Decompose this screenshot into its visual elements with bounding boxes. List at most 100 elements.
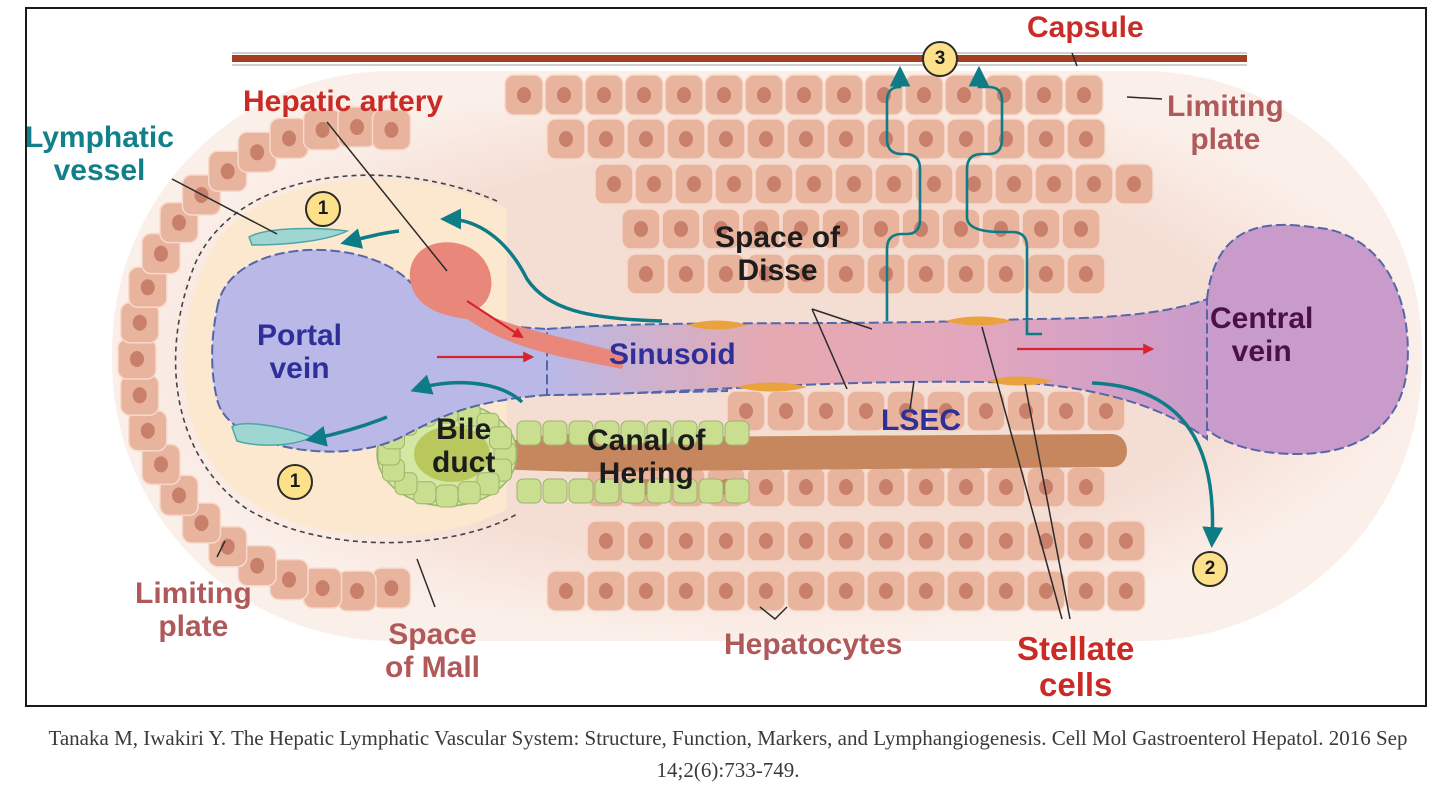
stellate-cell <box>687 320 747 330</box>
hepatocyte-nucleus <box>674 221 688 237</box>
stellate-cells-group <box>687 316 1052 392</box>
route-badge-2: 2 <box>1192 551 1228 587</box>
hepatocyte-nucleus <box>917 87 931 103</box>
lymph-flow-arrow <box>1091 381 1224 548</box>
hepatocyte-nucleus <box>999 583 1013 599</box>
hepatocyte-nucleus <box>679 583 693 599</box>
hepatocyte-nucleus <box>799 533 813 549</box>
hepatocyte-nucleus <box>839 131 853 147</box>
hepatocyte-nucleus <box>639 583 653 599</box>
hepatocyte-nucleus <box>1007 176 1021 192</box>
hepatocyte-nucleus <box>1119 533 1133 549</box>
bile-duct-cell <box>542 478 568 504</box>
hepatocyte-nucleus <box>194 515 209 532</box>
hepatocyte-nucleus <box>759 533 773 549</box>
hepatocyte-nucleus <box>350 119 364 135</box>
hepatocyte-nucleus <box>1079 583 1093 599</box>
hepatocyte-nucleus <box>879 533 893 549</box>
bile-duct-cell <box>698 478 724 504</box>
hepatocyte-nucleus <box>559 583 573 599</box>
hepatocyte-nucleus <box>959 533 973 549</box>
blood-flow-arrow <box>466 300 524 339</box>
route-badge-1-top: 1 <box>305 191 341 227</box>
hepatocyte-nucleus <box>919 266 933 282</box>
hepatocyte-nucleus <box>959 131 973 147</box>
hepatocyte-nucleus <box>759 479 773 495</box>
hepatocyte-nucleus <box>250 144 265 161</box>
hepatocyte-nucleus <box>350 583 364 599</box>
hepatocyte-nucleus <box>979 403 993 419</box>
hepatocyte-nucleus <box>834 221 848 237</box>
hepatocyte-nucleus <box>1039 266 1053 282</box>
hepatocyte-nucleus <box>839 479 853 495</box>
hepatocyte-plates <box>117 74 1154 612</box>
hepatocytes-label: Hepatocytes <box>724 628 903 661</box>
bile-duct-label: Bile duct <box>432 413 496 479</box>
stellate-cell <box>945 316 1012 326</box>
hepatocyte-nucleus <box>757 87 771 103</box>
hepatocyte-nucleus <box>559 131 573 147</box>
hepatocyte-nucleus <box>797 87 811 103</box>
portal-vein-label: Portal vein <box>257 319 343 385</box>
hepatocyte-nucleus <box>799 583 813 599</box>
hepatocyte-nucleus <box>847 176 861 192</box>
hepatocyte-nucleus <box>517 87 531 103</box>
capsule-label: Capsule <box>1027 11 1144 44</box>
lymph-flow-arrows <box>305 208 1224 548</box>
hepatocyte-nucleus <box>607 176 621 192</box>
bile-duct-cell <box>568 420 594 446</box>
bile-duct-cell <box>594 420 620 446</box>
bile-duct-cell <box>516 478 542 504</box>
bile-duct-cell <box>489 426 513 450</box>
bile-duct-cell <box>516 420 542 446</box>
hepatocyte-nucleus <box>719 583 733 599</box>
hepatocyte-nucleus <box>714 221 728 237</box>
bile-duct-cell <box>672 478 698 504</box>
hepatocyte-nucleus <box>384 580 399 597</box>
hepatocyte-nucleus <box>927 176 941 192</box>
hepatocyte-nucleus <box>837 87 851 103</box>
hepatocyte-nucleus <box>779 403 793 419</box>
diagram-figure: Capsule Hepatic artery Lymphatic vessel … <box>25 7 1427 707</box>
hepatocyte-nucleus <box>1119 583 1133 599</box>
hepatocyte-nucleus <box>959 583 973 599</box>
bile-duct-cell <box>620 420 646 446</box>
hepatocyte-nucleus <box>599 533 613 549</box>
lymph-flow-arrow <box>305 415 388 447</box>
hepatocyte-nucleus <box>874 221 888 237</box>
space-of-mall-border <box>174 174 518 544</box>
space-of-mall-label: Space of Mall <box>385 618 480 684</box>
lymph-route-to-capsule <box>885 65 922 321</box>
limiting-plate-label-left: Limiting plate <box>135 577 252 643</box>
route-badge-1-bottom: 1 <box>277 464 313 500</box>
bile-duct-cell <box>646 420 672 446</box>
bile-duct-cell <box>435 484 459 508</box>
lymph-route-to-capsule <box>965 65 1042 336</box>
bile-duct-cell <box>457 481 481 505</box>
space-of-disse-label: Space of Disse <box>715 221 841 287</box>
hepatocyte-nucleus <box>679 131 693 147</box>
hepatocyte-nucleus <box>172 214 187 231</box>
capsule <box>232 52 1247 66</box>
hepatocyte-nucleus <box>719 131 733 147</box>
hepatocyte-nucleus <box>1039 479 1053 495</box>
hepatocyte-nucleus <box>999 533 1013 549</box>
hepatocyte-nucleus <box>799 131 813 147</box>
hepatocyte-nucleus <box>717 87 731 103</box>
hepatocyte-nucleus <box>140 422 155 439</box>
hepatocyte-nucleus <box>679 266 693 282</box>
bile-duct-cell <box>698 420 724 446</box>
hepatocyte-nucleus <box>282 571 297 588</box>
hepatocyte-nucleus <box>899 403 913 419</box>
hepatocyte-nucleus <box>153 456 168 473</box>
route-badge-3: 3 <box>922 41 958 77</box>
bile-duct-cell <box>594 478 620 504</box>
hepatic-artery-label: Hepatic artery <box>243 85 444 118</box>
hepatocyte-nucleus <box>999 479 1013 495</box>
hepatocyte-nucleus <box>172 487 187 504</box>
hepatocyte-nucleus <box>1077 87 1091 103</box>
hepatocyte-nucleus <box>679 533 693 549</box>
lymph-flow-arrow <box>410 374 524 404</box>
hepatocyte-nucleus <box>879 583 893 599</box>
limiting-plate-label-right: Limiting plate <box>1167 90 1284 156</box>
